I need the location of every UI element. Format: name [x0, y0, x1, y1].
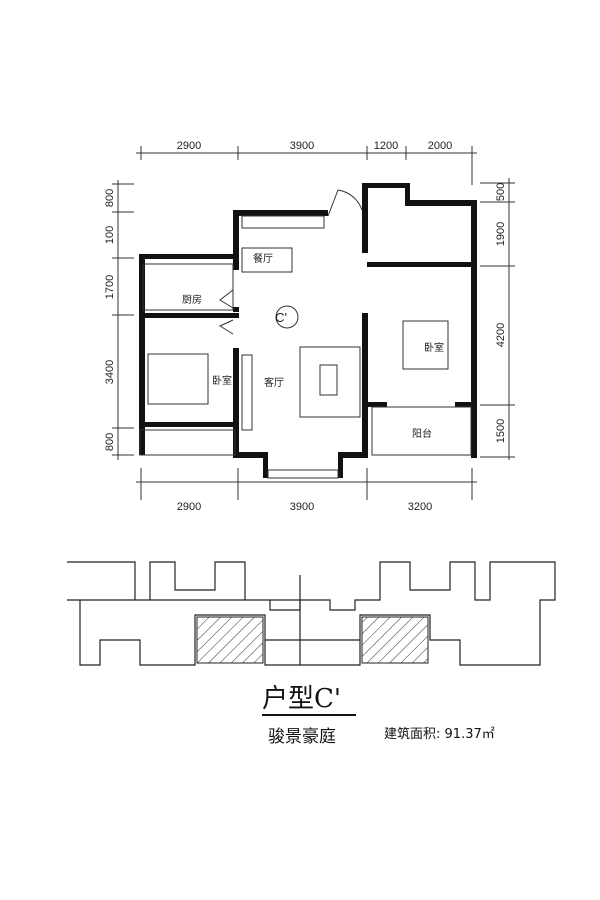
- area-value: 91.37㎡: [444, 727, 495, 742]
- top-dim-4: 2000: [428, 140, 452, 152]
- project-name: 骏景豪庭: [268, 727, 336, 747]
- room-dining: 餐厅: [253, 252, 273, 265]
- left-dim-1: 800: [104, 189, 116, 207]
- unit-highlight-right: [361, 616, 429, 664]
- bottom-dim-2: 3900: [290, 501, 314, 513]
- top-dim-3: 1200: [374, 140, 398, 152]
- left-dim-5: 800: [104, 433, 116, 451]
- area-label: 建筑面积:: [384, 727, 441, 742]
- left-dim-3: 1700: [104, 275, 116, 299]
- unit-type-title: 户型C': [262, 684, 342, 714]
- left-dim-2: 100: [104, 226, 116, 244]
- room-balcony: 阳台: [412, 427, 432, 440]
- unit-highlight-left: [196, 616, 264, 664]
- unit-label: C': [275, 310, 287, 325]
- top-dim-2: 3900: [290, 140, 314, 152]
- room-kitchen: 厨房: [182, 293, 202, 306]
- left-dim-4: 3400: [104, 360, 116, 384]
- right-dim-4: 1500: [495, 419, 507, 443]
- top-dim-1: 2900: [177, 140, 201, 152]
- bottom-dim-1: 2900: [177, 501, 201, 513]
- room-living: 客厅: [264, 376, 284, 389]
- title-divider: [262, 714, 356, 716]
- right-dim-3: 4200: [495, 323, 507, 347]
- room-bedroom-left: 卧室: [212, 374, 232, 387]
- bottom-dim-3: 3200: [408, 501, 432, 513]
- fixtures: [139, 189, 472, 479]
- right-dim-1: 500: [495, 183, 507, 201]
- floor-area: 建筑面积: 91.37㎡: [384, 723, 495, 742]
- walls: [139, 183, 477, 478]
- site-key-plan: [67, 561, 556, 666]
- dimension-lines: [112, 146, 515, 500]
- room-bedroom-right: 卧室: [424, 341, 444, 354]
- right-dim-2: 1900: [495, 222, 507, 246]
